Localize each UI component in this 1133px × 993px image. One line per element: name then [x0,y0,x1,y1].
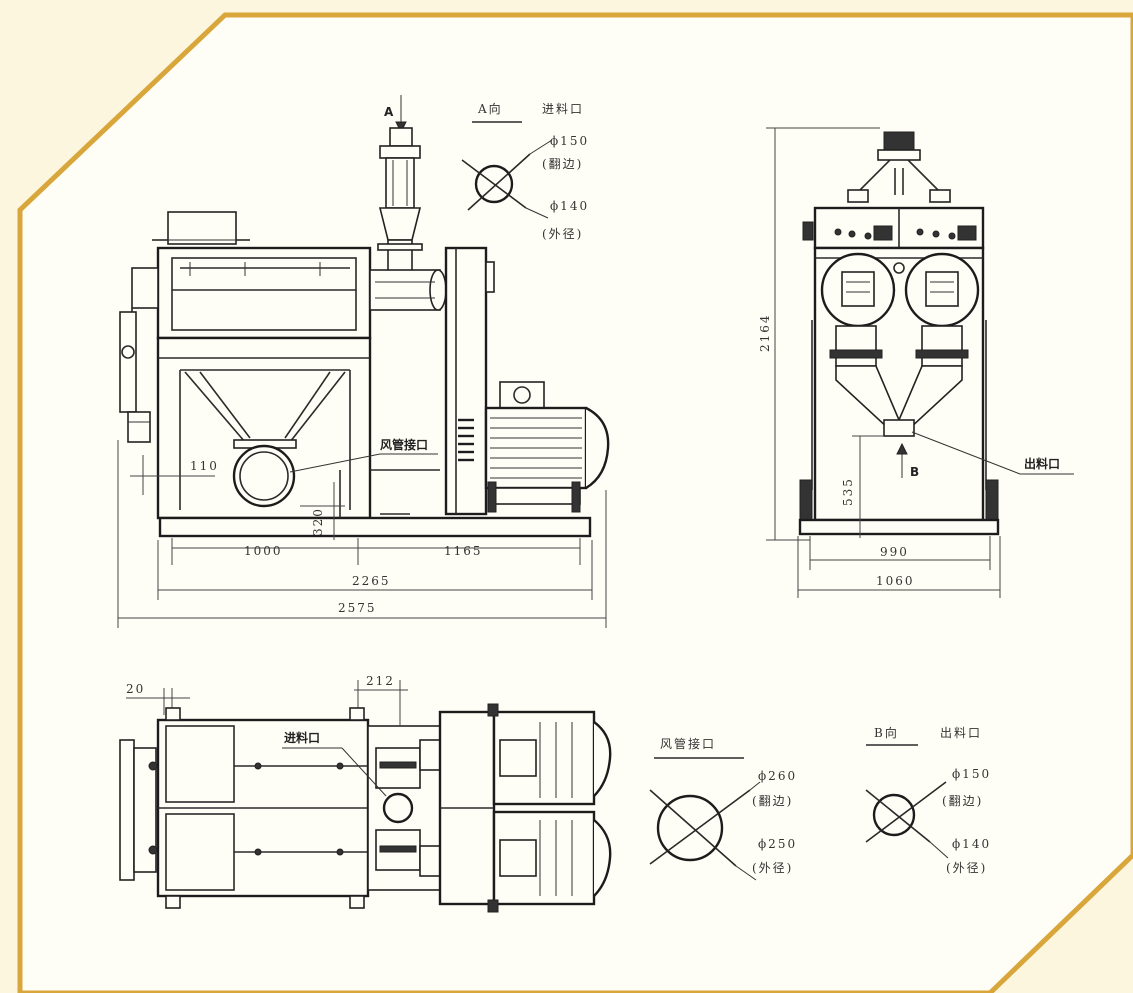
dim-1165: 1165 [444,544,483,558]
a-view-phi-outer: ϕ150 [550,134,589,148]
dim-2575: 2575 [338,601,377,615]
a-view-note-inner: (外径) [542,227,583,241]
dim-1060: 1060 [876,574,915,588]
a-view-note-outer: (翻边) [542,157,583,171]
fan-vent-slots [458,418,474,462]
a-view-title: A向 [477,101,503,116]
dim-990: 990 [880,545,909,559]
duct-inset-note-outer: (翻边) [752,794,793,808]
dim-535: 535 [841,477,855,506]
b-view-phi-outer: ϕ150 [952,767,991,781]
dim-2265: 2265 [352,574,391,588]
arrow-a-label: A [384,105,394,119]
motor-fins [490,417,582,479]
dim-20: 20 [126,682,145,696]
top-view: 20 212 [119,674,612,913]
b-view-subtitle: 出料口 [940,726,982,740]
duct-inset-phi-outer: ϕ260 [758,769,797,783]
dim-2164: 2164 [758,313,772,352]
dim-1000: 1000 [244,544,283,558]
b-view-phi-inner: ϕ140 [952,837,991,851]
b-view-note-inner: (外径) [946,861,987,875]
duct-inset-title: 风管接口 [660,736,716,751]
dim-110: 110 [190,459,219,473]
inlet-label: 进料口 [284,730,320,745]
control-panel-details [834,225,977,241]
dim-212: 212 [366,674,395,688]
duct-inset: 风管接口 ϕ260 (翻边) ϕ250 (外径) [649,736,797,881]
air-duct-label: 风管接口 [380,437,428,452]
b-view-note-outer: (翻边) [942,794,983,808]
duct-inset-phi-inner: ϕ250 [758,837,797,851]
dim-320: 320 [311,507,325,536]
a-view-subtitle: 进料口 [542,102,584,116]
a-view-inset: A向 进料口 ϕ150 (翻边) ϕ140 (外径) [461,101,589,241]
b-view-title: B向 [874,725,899,740]
arrow-b-label: B [910,465,919,479]
side-view: B 出料口 2164 535 990 1060 [758,127,1074,598]
a-view-phi-inner: ϕ140 [550,199,589,213]
duct-inset-note-inner: (外径) [752,861,793,875]
front-view: A [117,95,610,628]
outlet-label: 出料口 [1024,456,1060,471]
b-view-inset: B向 出料口 ϕ150 (翻边) ϕ140 (外径) [865,725,991,875]
